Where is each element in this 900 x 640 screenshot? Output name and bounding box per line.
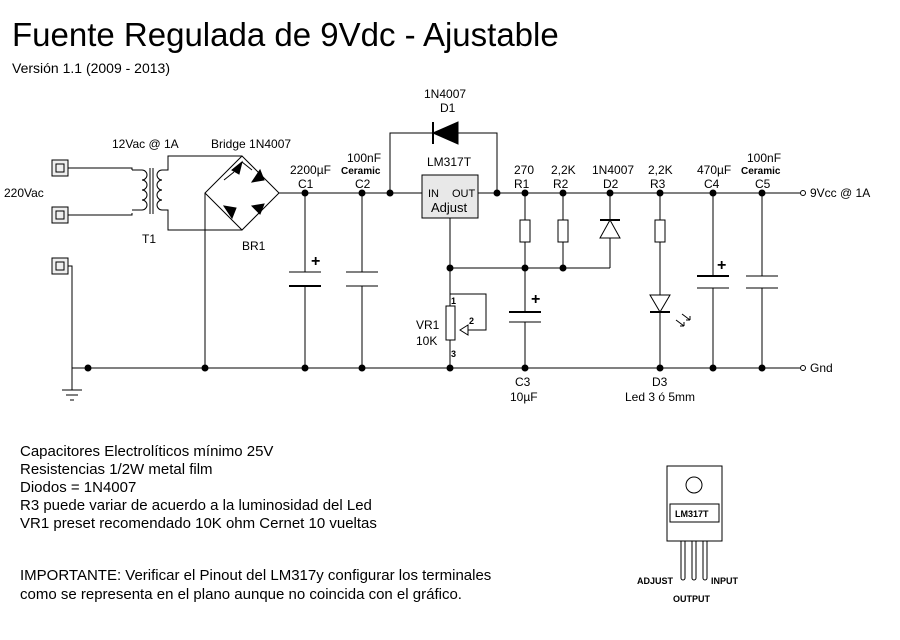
transformer-t1 xyxy=(132,155,242,231)
d3-ref-label: D3 xyxy=(652,375,668,389)
pinout-input-label: INPUT xyxy=(711,576,739,586)
regulator-part-label: LM317T xyxy=(427,155,472,169)
c4-ref-label: C4 xyxy=(704,177,720,191)
c3-value-label: 10µF xyxy=(510,390,538,404)
note-line: Resistencias 1/2W metal film xyxy=(20,461,213,478)
important-note: IMPORTANTE: Verificar el Pinout del LM31… xyxy=(20,567,492,603)
note-line: VR1 preset recomendado 10K ohm Cernet 10… xyxy=(20,515,377,532)
pinout-part-label: LM317T xyxy=(675,509,709,519)
d2-ref-label: D2 xyxy=(603,177,619,191)
c2-ref-label: C2 xyxy=(355,177,371,191)
c1-plus-mark: + xyxy=(311,253,320,270)
note-line: R3 puede variar de acuerdo a la luminosi… xyxy=(20,497,372,514)
note-line: Capacitores Electrolíticos mínimo 25V xyxy=(20,443,274,460)
r3-ref-label: R3 xyxy=(650,177,666,191)
ground-label: Gnd xyxy=(810,361,833,375)
input-terminal-1 xyxy=(51,159,69,177)
c3-plus-mark: + xyxy=(531,291,540,308)
transformer-rating-label: 12Vac @ 1A xyxy=(112,137,179,151)
c3-ref-label: C3 xyxy=(515,375,531,389)
c4-plus-mark: + xyxy=(717,257,726,274)
d1-part-label: 1N4007 xyxy=(424,87,466,101)
pinout-output-label: OUTPUT xyxy=(673,594,711,604)
vr1-value-label: 10K xyxy=(416,334,437,348)
regulator-pin-adjust: Adjust xyxy=(431,200,468,215)
vr1-ref-label: VR1 xyxy=(416,318,440,332)
vr1-pin2-label: 2 xyxy=(469,316,474,326)
c5-value-label: 100nF xyxy=(747,151,781,165)
bridge-ref-label: BR1 xyxy=(242,239,266,253)
diagram-title: Fuente Regulada de 9Vdc - Ajustable xyxy=(12,16,559,53)
r2-ref-label: R2 xyxy=(553,177,569,191)
bridge-part-label: Bridge 1N4007 xyxy=(211,137,291,151)
r1-ref-label: R1 xyxy=(514,177,530,191)
vr1-pin1-label: 1 xyxy=(451,296,456,306)
d1-ref-label: D1 xyxy=(440,101,456,115)
notes-block: Capacitores Electrolíticos mínimo 25V Re… xyxy=(20,443,377,533)
d2-part-label: 1N4007 xyxy=(592,163,634,177)
regulator-pin-in: IN xyxy=(428,188,439,200)
c4-value-label: 470µF xyxy=(697,163,731,177)
regulator-pin-out: OUT xyxy=(452,188,476,200)
r3-value-label: 2,2K xyxy=(648,163,673,177)
c1-value-label: 2200µF xyxy=(290,163,331,177)
c1-ref-label: C1 xyxy=(298,177,314,191)
output-voltage-label: 9Vcc @ 1A xyxy=(810,186,870,200)
r1-value-label: 270 xyxy=(514,163,534,177)
d3-desc-label: Led 3 ó 5mm xyxy=(625,390,695,404)
c2-value-label: 100nF xyxy=(347,151,381,165)
r2-value-label: 2,2K xyxy=(551,163,576,177)
ground-terminal xyxy=(51,257,69,275)
c5-ref-label: C5 xyxy=(755,177,771,191)
ground-symbol xyxy=(62,389,82,401)
input-terminal-2 xyxy=(51,206,69,224)
c2-type-label: Ceramic xyxy=(341,166,381,177)
vr1-pin3-label: 3 xyxy=(451,349,456,359)
diagram-subtitle: Versión 1.1 (2009 - 2013) xyxy=(12,60,170,76)
transformer-ref-label: T1 xyxy=(142,232,156,246)
c5-type-label: Ceramic xyxy=(741,166,781,177)
lm317-package-drawing xyxy=(666,465,723,581)
note-line: Diodos = 1N4007 xyxy=(20,479,137,496)
input-voltage-label: 220Vac xyxy=(4,186,44,200)
pinout-adjust-label: ADJUST xyxy=(637,576,674,586)
